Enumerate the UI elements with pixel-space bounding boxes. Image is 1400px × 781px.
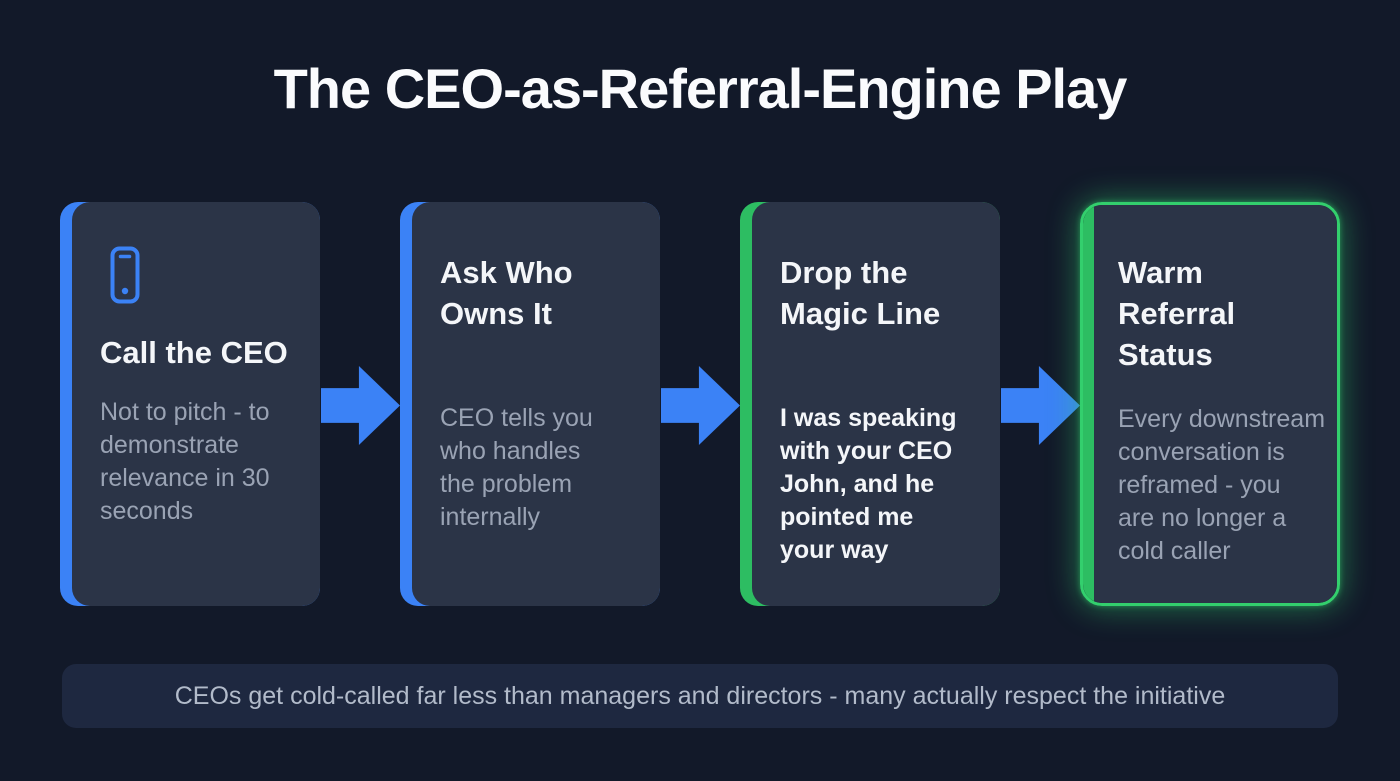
card-body-panel: Warm Referral Status Every downstream co…	[1094, 205, 1337, 603]
card-body-panel: Call the CEO Not to pitch - to demonstra…	[72, 202, 320, 606]
step-card-call-the-ceo: Call the CEO Not to pitch - to demonstra…	[60, 202, 320, 606]
step-title: Warm Referral Status	[1118, 255, 1236, 372]
phone-icon	[110, 246, 140, 304]
step-card-warm-referral-status: Warm Referral Status Every downstream co…	[1080, 202, 1340, 606]
step-title: Call the CEO	[100, 335, 288, 370]
flow-arrow-icon	[661, 366, 740, 445]
footer-note-text: CEOs get cold-called far less than manag…	[174, 681, 1226, 710]
step-description: Not to pitch - to demonstrate relevance …	[100, 398, 270, 525]
step-title: Ask Who Owns It	[440, 255, 573, 331]
green-accent-stripe	[1083, 205, 1094, 603]
step-description: CEO tells you who handles the problem in…	[440, 404, 593, 531]
flow-arrow-icon	[1001, 366, 1080, 445]
flow-arrow-icon	[321, 366, 400, 445]
card-body-panel: Drop the Magic Line I was speaking with …	[752, 202, 1000, 606]
step-card-drop-the-magic-line: Drop the Magic Line I was speaking with …	[740, 202, 1000, 606]
footer-note: CEOs get cold-called far less than manag…	[62, 664, 1338, 728]
step-card-ask-who-owns-it: Ask Who Owns It CEO tells you who handle…	[400, 202, 660, 606]
step-description: Every downstream conversation is reframe…	[1118, 405, 1326, 565]
step-description: I was speaking with your CEO John, and h…	[780, 404, 957, 564]
step-title: Drop the Magic Line	[780, 255, 941, 331]
page-title: The CEO-as-Referral-Engine Play	[273, 57, 1128, 120]
card-body-panel: Ask Who Owns It CEO tells you who handle…	[412, 202, 660, 606]
